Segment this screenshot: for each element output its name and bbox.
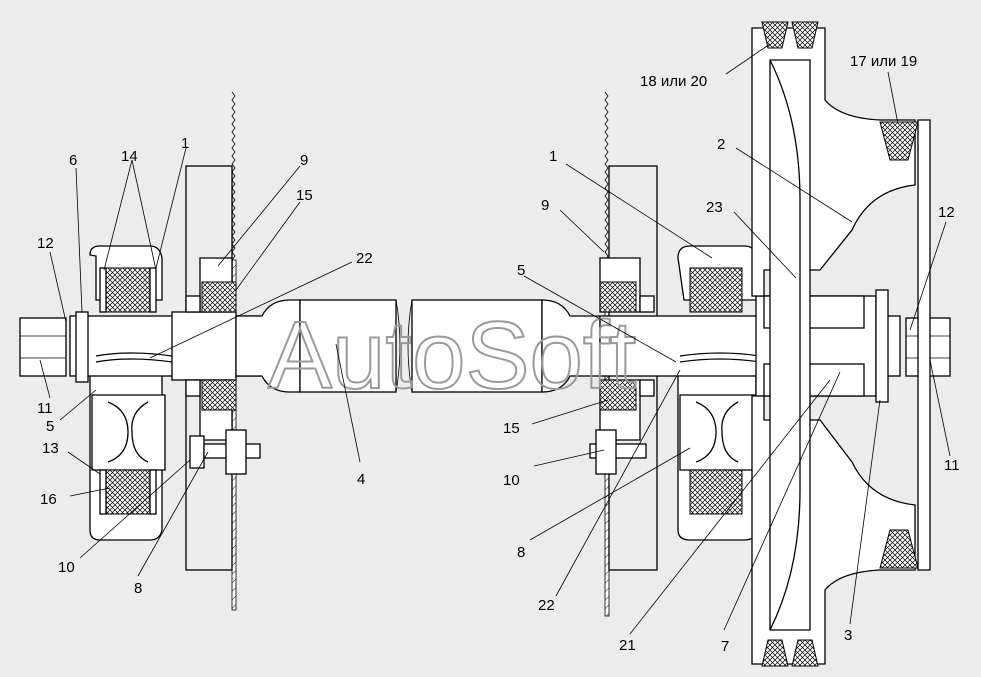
label-5-right: 5 [517, 262, 525, 279]
label-9-right: 9 [541, 197, 549, 214]
label-4: 4 [357, 471, 365, 488]
label-8-left: 8 [134, 580, 142, 597]
label-10-left: 10 [58, 559, 75, 576]
labels-left: 1 14 6 12 11 5 13 16 10 8 9 15 22 4 [37, 135, 373, 597]
left-assembly [19, 91, 267, 611]
label-3: 3 [844, 627, 852, 644]
label-5-left: 5 [46, 418, 54, 435]
label-23: 23 [706, 199, 723, 216]
right-assembly [589, 21, 951, 667]
washer-6 [75, 311, 89, 383]
label-9-left: 9 [300, 152, 308, 169]
label-11-left: 11 [37, 400, 53, 417]
leader-lines [39, 43, 951, 635]
label-22-left: 22 [356, 250, 373, 267]
label-15-right: 15 [503, 420, 520, 437]
label-7: 7 [721, 638, 729, 655]
labels-right: 18 или 20 17 или 19 2 1 23 9 12 5 15 10 … [503, 53, 960, 655]
label-13: 13 [42, 440, 59, 457]
label-14: 14 [121, 148, 138, 165]
belt-17-upper [879, 121, 919, 161]
label-16: 16 [40, 491, 57, 508]
label-11-right: 11 [944, 457, 960, 474]
label-1-right: 1 [549, 148, 557, 165]
label-12-right: 12 [938, 204, 955, 221]
label-21: 21 [619, 637, 636, 654]
label-8-right: 8 [517, 544, 525, 561]
label-2: 2 [717, 136, 725, 153]
label-1-left: 1 [181, 135, 189, 152]
label-15-left: 15 [296, 187, 313, 204]
shaft-4 [235, 299, 601, 393]
label-12-left: 12 [37, 235, 54, 252]
label-22-right: 22 [538, 597, 555, 614]
belt-18-upper [761, 21, 789, 49]
watermark: AutoSoft [268, 302, 636, 409]
label-18-or-20: 18 или 20 [640, 73, 707, 90]
label-6: 6 [69, 152, 77, 169]
bearing-16 [101, 469, 153, 515]
label-10-right: 10 [503, 472, 520, 489]
bearing-14a [101, 267, 153, 313]
label-17-or-19: 17 или 19 [850, 53, 917, 70]
nut-11-left [19, 317, 67, 377]
